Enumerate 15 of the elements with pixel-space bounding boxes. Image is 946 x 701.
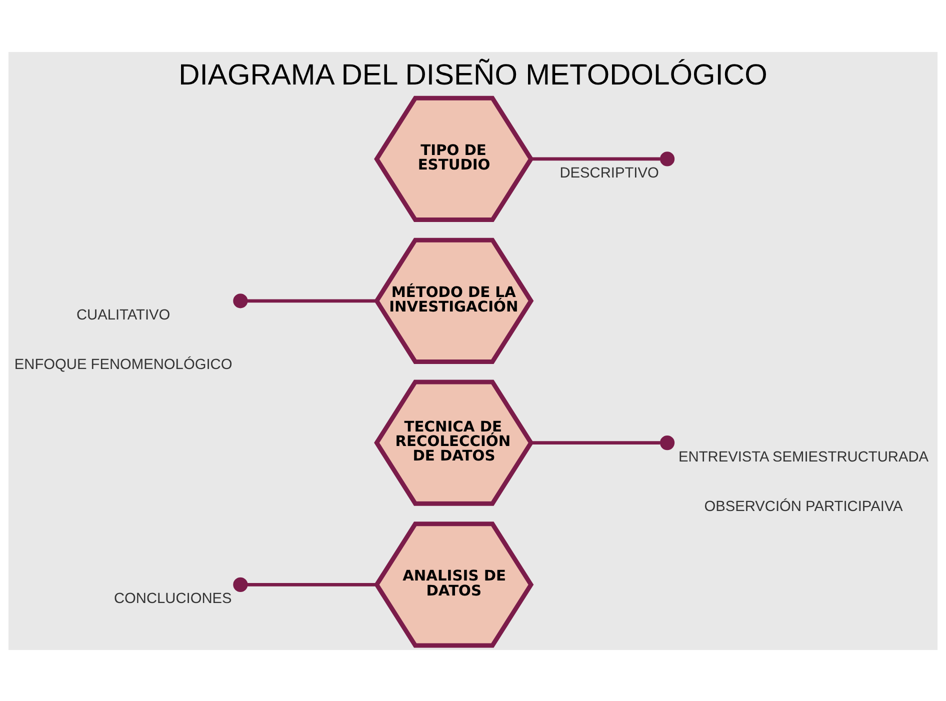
node-label: OBSERVCIÓN PARTICIPAIVA bbox=[704, 498, 903, 514]
connector bbox=[247, 582, 376, 586]
diagram-title: DIAGRAMA DEL DISEÑO METODOLÓGICO bbox=[178, 58, 768, 91]
node-circle bbox=[233, 293, 248, 308]
node-label: DESCRIPTIVO bbox=[560, 164, 659, 181]
node-circle bbox=[660, 434, 675, 450]
node-circle bbox=[233, 576, 248, 592]
connector bbox=[531, 156, 660, 160]
node-circle bbox=[660, 151, 675, 166]
node-label: ENTREVISTA SEMIESTRUCTURADA bbox=[678, 448, 929, 465]
node-label: CONCLUCIONES bbox=[114, 590, 232, 607]
connector bbox=[247, 298, 376, 302]
connector bbox=[531, 440, 660, 444]
node-label: ENFOQUE FENOMENOLÓGICO bbox=[14, 356, 232, 372]
node-label: CUALITATIVO bbox=[76, 306, 170, 323]
